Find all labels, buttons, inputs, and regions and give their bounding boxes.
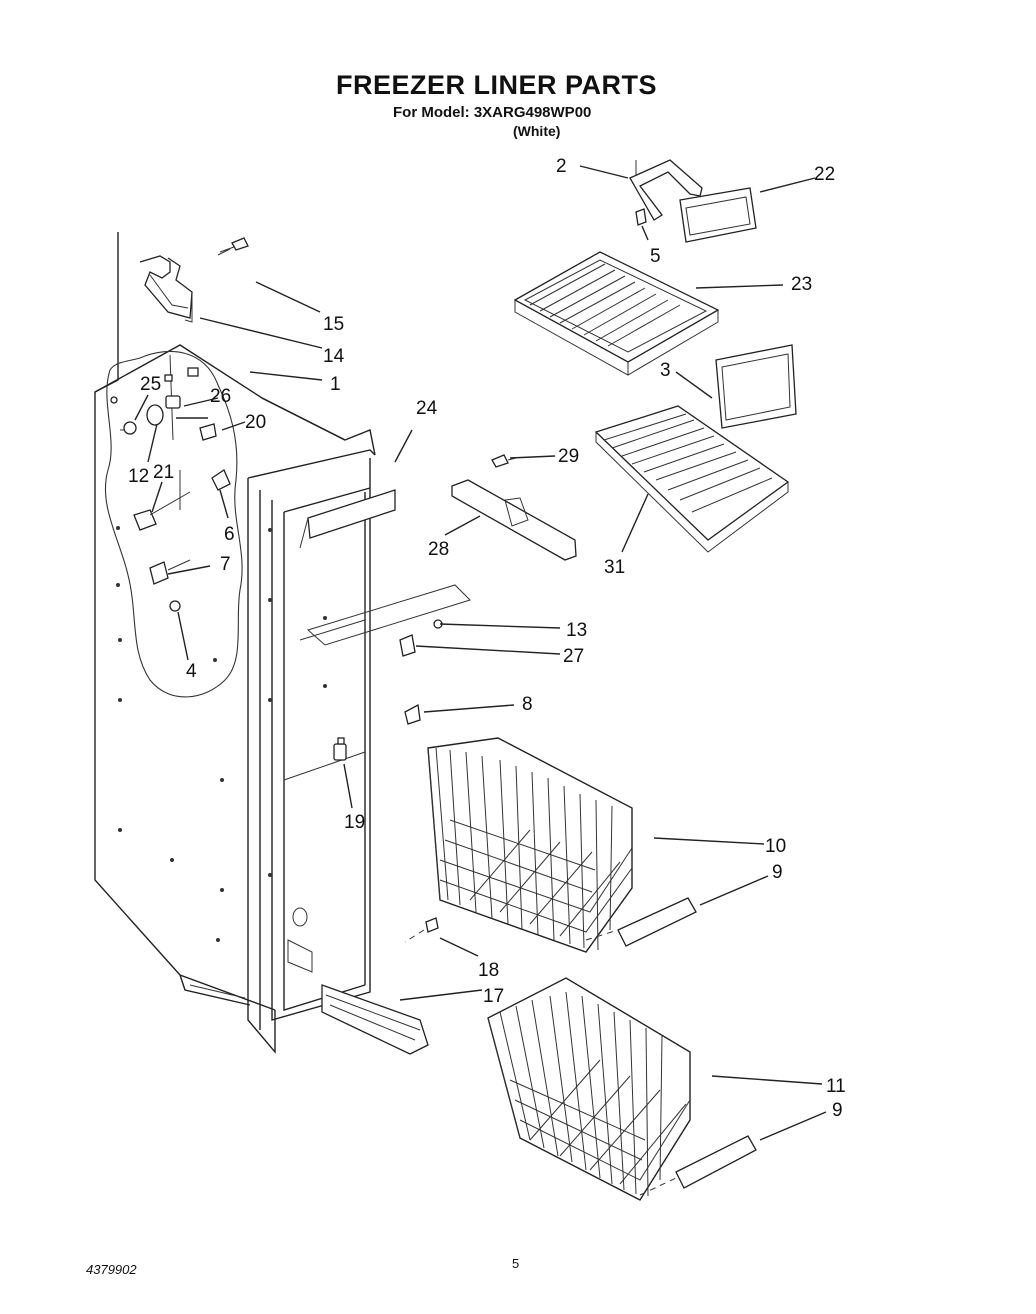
freezer-liner <box>94 232 376 1054</box>
screw-18 <box>404 917 439 943</box>
wiring-harness <box>104 350 243 698</box>
leader-lines <box>134 165 827 1141</box>
callout-19: 19 <box>344 812 365 833</box>
color-line: (White) <box>513 123 561 139</box>
callout-11: 11 <box>826 1076 846 1097</box>
callout-9-lower: 9 <box>832 1100 843 1121</box>
callout-20: 20 <box>245 412 266 433</box>
callout-5: 5 <box>650 246 661 267</box>
liner-bracket <box>139 255 193 323</box>
callout-labels: 2 22 5 23 3 15 14 1 25 26 20 12 21 6 7 4… <box>128 156 846 1121</box>
callout-4: 4 <box>186 661 197 682</box>
callout-2: 2 <box>556 156 567 177</box>
callout-23: 23 <box>791 274 812 295</box>
shelf-23 <box>513 251 720 376</box>
shelf-support-28 <box>451 479 577 561</box>
callout-1: 1 <box>330 374 341 395</box>
document-number: 4379902 <box>86 1262 137 1277</box>
callout-26: 26 <box>210 386 231 407</box>
shelf-front-3 <box>715 344 797 429</box>
callout-15: 15 <box>323 314 344 335</box>
basket-front-9-lower <box>639 1135 757 1196</box>
light-shield-plate <box>306 584 471 646</box>
callout-29: 29 <box>558 446 579 467</box>
switch-19 <box>333 737 347 761</box>
callout-21: 21 <box>153 462 174 483</box>
callout-3: 3 <box>660 360 671 381</box>
light-socket-27 <box>399 634 416 657</box>
callout-24: 24 <box>416 398 438 419</box>
callout-8: 8 <box>522 694 533 715</box>
callout-7: 7 <box>220 554 231 575</box>
callout-13: 13 <box>566 620 587 641</box>
callout-17: 17 <box>483 986 504 1007</box>
callout-6: 6 <box>224 524 235 545</box>
callout-9-upper: 9 <box>772 862 783 883</box>
callout-22: 22 <box>814 164 835 185</box>
clip-8 <box>404 703 421 725</box>
callout-28: 28 <box>428 539 449 560</box>
basket-11 <box>487 977 691 1201</box>
callout-27: 27 <box>563 646 584 667</box>
diagram-title: FREEZER LINER PARTS <box>336 70 658 100</box>
wire-shelf-31 <box>594 405 790 553</box>
page-number: 5 <box>512 1256 520 1271</box>
basket-front-9-upper <box>585 897 697 947</box>
callout-31: 31 <box>604 557 625 578</box>
callout-10: 10 <box>765 836 786 857</box>
bin-front-22 <box>679 187 757 243</box>
screw-5 <box>635 208 647 226</box>
basket-10 <box>427 737 633 953</box>
hanger-2 <box>629 159 703 221</box>
callout-14: 14 <box>323 346 345 367</box>
model-line: For Model: 3XARG498WP00 <box>393 104 592 121</box>
trim-24 <box>299 489 396 549</box>
callout-12: 12 <box>128 466 149 487</box>
callout-18: 18 <box>478 960 499 981</box>
screw-15 <box>217 237 249 256</box>
trim-17 <box>321 984 429 1055</box>
screw-29 <box>491 454 517 468</box>
thermostat-parts <box>110 367 231 612</box>
callout-25: 25 <box>140 374 161 395</box>
